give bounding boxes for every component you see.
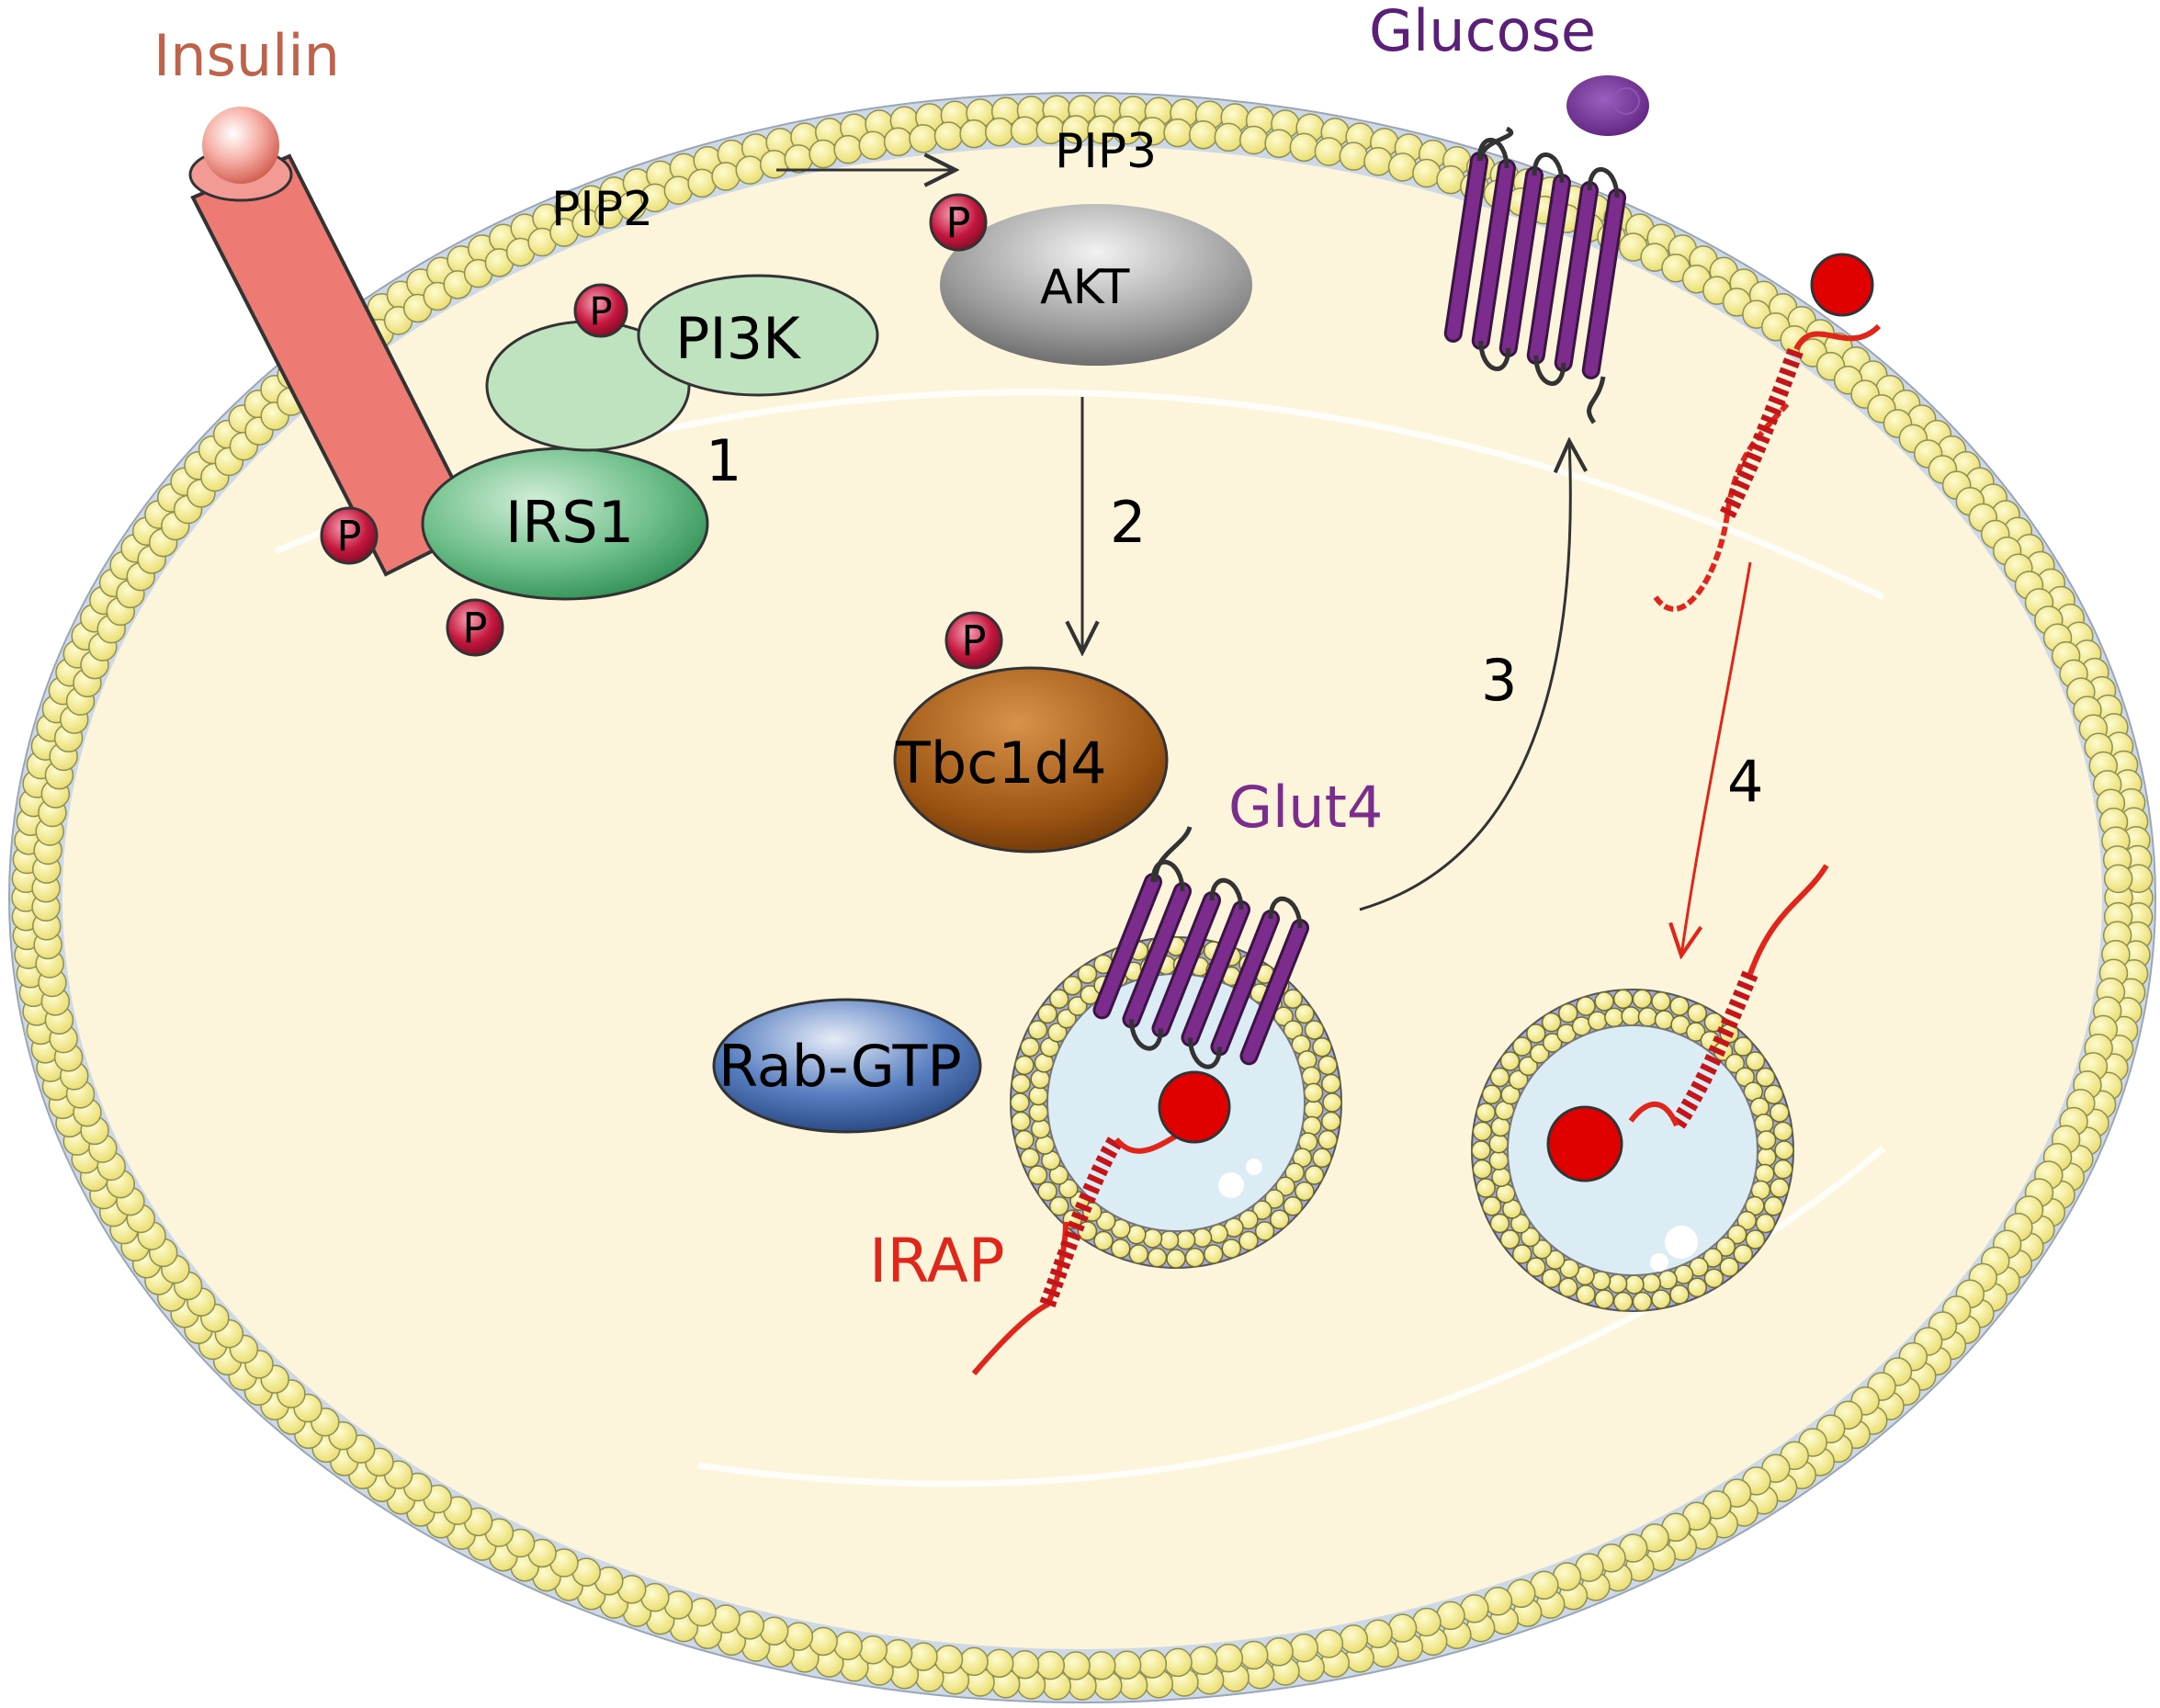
tbc1d4-label: Tbc1d4 bbox=[895, 730, 1107, 797]
phosphate-icon: P bbox=[573, 283, 628, 338]
phosphate-icon: P bbox=[320, 506, 379, 565]
irs1-label: IRS1 bbox=[505, 489, 634, 556]
irap-vesicle bbox=[1471, 989, 1794, 1312]
insulin-receptor bbox=[188, 107, 481, 577]
pip2-label: PIP2 bbox=[551, 182, 653, 237]
phosphate-icon: P bbox=[929, 193, 988, 252]
step-3-label: 3 bbox=[1481, 647, 1517, 714]
akt-protein bbox=[940, 204, 1252, 366]
irap-protein-icon-membrane bbox=[1653, 253, 1882, 612]
phosphate-label: P bbox=[961, 617, 986, 666]
irap-protein-icon-vesicle-1 bbox=[971, 1070, 1231, 1375]
akt-label: AKT bbox=[1040, 260, 1130, 315]
glut4-vesicle-transporter-icon bbox=[1092, 826, 1309, 1069]
phosphate-icon: P bbox=[446, 598, 504, 657]
phosphate-label: P bbox=[945, 199, 970, 248]
pi3k-protein bbox=[637, 274, 879, 397]
rab-gtp-label: Rab-GTP bbox=[718, 1033, 962, 1100]
glut4-transporter-icon bbox=[1443, 126, 1626, 424]
rab-gtp-protein bbox=[712, 998, 982, 1134]
phosphate-icon: P bbox=[944, 611, 1003, 670]
phosphate-label: P bbox=[589, 288, 612, 334]
step-1-label: 1 bbox=[706, 427, 741, 494]
irap-label: IRAP bbox=[869, 1226, 1005, 1296]
glucose-icon bbox=[1566, 75, 1649, 136]
glucose-label: Glucose bbox=[1369, 0, 1596, 64]
endocytosis-arrow bbox=[1681, 561, 1752, 956]
irap-protein-icon-vesicle-2 bbox=[1546, 864, 1829, 1182]
step-4-label: 4 bbox=[1727, 748, 1763, 815]
pip3-label: PIP3 bbox=[1055, 124, 1157, 179]
translocation-arrow bbox=[1359, 441, 1570, 911]
step-2-label: 2 bbox=[1110, 489, 1146, 556]
phosphate-label: P bbox=[336, 513, 361, 561]
insulin-sphere-icon bbox=[202, 107, 279, 184]
glut4-label: Glut4 bbox=[1228, 774, 1383, 841]
insulin-label: Insulin bbox=[153, 22, 340, 89]
tbc1d4-protein bbox=[893, 666, 1169, 854]
pi3k-label: PI3K bbox=[675, 305, 801, 372]
phosphate-label: P bbox=[462, 605, 487, 653]
